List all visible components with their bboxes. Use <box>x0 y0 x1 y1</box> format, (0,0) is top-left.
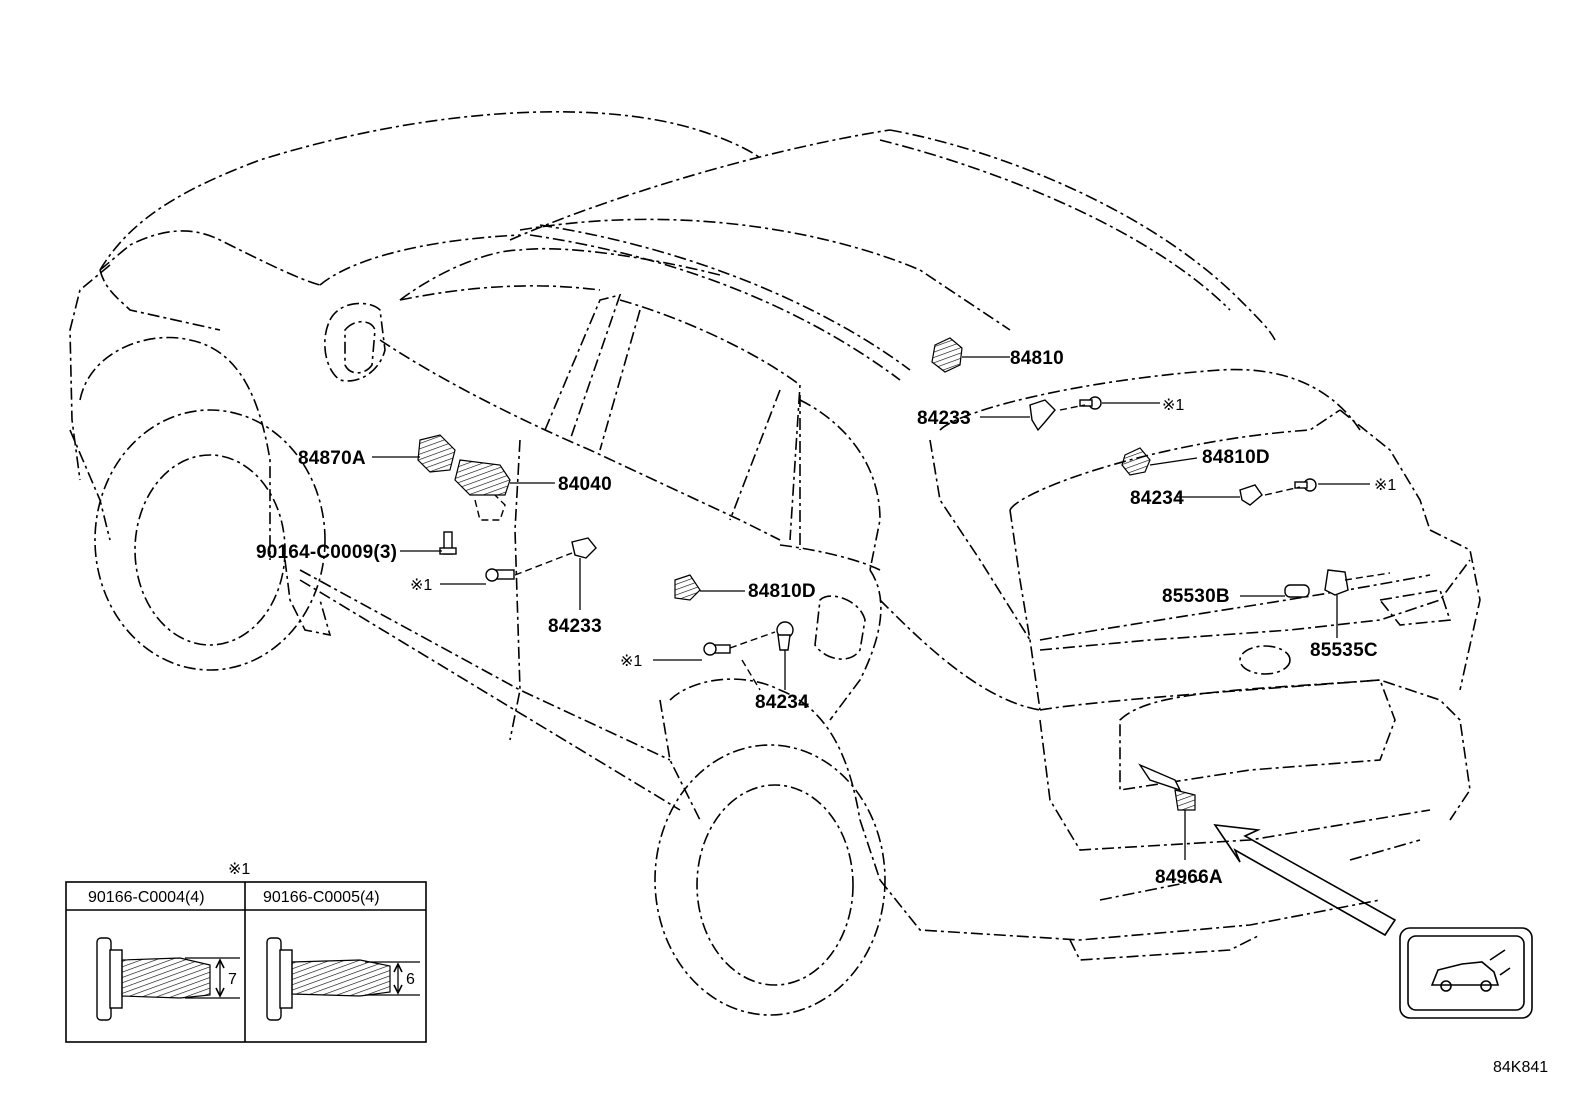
pointer-arrow <box>1213 824 1397 937</box>
ref-note-mid: ※1 <box>620 653 642 670</box>
screw1-dimension: 7 <box>228 971 237 988</box>
part-84810D-switch-right <box>1121 447 1151 476</box>
label-84966A: 84966A <box>1155 867 1223 888</box>
part-84040-power-window-switch <box>454 459 511 521</box>
part-84234-clip-right <box>1239 478 1317 506</box>
table-col2-part: 90166-C0005(4) <box>263 889 380 906</box>
vehicle-icon <box>1430 949 1511 992</box>
label-84810D-right: 84810D <box>1202 447 1270 468</box>
table-col1-part: 90166-C0004(4) <box>88 889 205 906</box>
screw-illustration-2: 6 <box>266 937 420 1021</box>
vehicle-outline <box>69 111 1481 1016</box>
part-84233-clip-top <box>1029 396 1102 432</box>
screw-spec-table: ※1 90166-C0004(4) 90166-C0005(4) 7 <box>65 861 427 1043</box>
part-84966A-switch <box>1138 763 1196 811</box>
label-84810: 84810 <box>1010 348 1064 369</box>
part-84810D-switch-mid <box>674 574 701 601</box>
part-90164-screw <box>439 531 457 555</box>
label-84810D-mid: 84810D <box>748 581 816 602</box>
diagram-id: 84K841 <box>1493 1059 1548 1076</box>
label-90164: 90164-C0009(3) <box>256 542 397 563</box>
part-85530B-bulb <box>1284 584 1310 598</box>
part-labels: 84810 84233 ※1 84810D 84234 ※1 85530B 85… <box>256 348 1548 1076</box>
label-84234-right: 84234 <box>1130 488 1184 509</box>
part-84810-switch <box>931 337 963 373</box>
label-84234-mid: 84234 <box>755 692 809 713</box>
ref-note-left: ※1 <box>410 577 432 594</box>
leader-lines <box>372 356 1391 860</box>
part-85535C-socket <box>1324 569 1349 596</box>
label-84233-left: 84233 <box>548 616 602 637</box>
ref-note-top: ※1 <box>1162 397 1184 414</box>
table-note: ※1 <box>228 861 250 878</box>
label-85530B: 85530B <box>1162 586 1230 607</box>
label-84233-top: 84233 <box>917 408 971 429</box>
label-84870A: 84870A <box>298 448 366 469</box>
label-85535C: 85535C <box>1310 640 1378 661</box>
part-84870A-switch <box>417 434 456 473</box>
screw-illustration-1: 7 <box>96 937 240 1021</box>
part-84233-clip-left <box>485 537 597 582</box>
label-84040: 84040 <box>558 474 612 495</box>
view-direction-inset <box>1399 927 1533 1019</box>
part-84234-clip-mid <box>703 621 794 656</box>
screw2-dimension: 6 <box>406 971 415 988</box>
ref-note-right: ※1 <box>1374 477 1396 494</box>
